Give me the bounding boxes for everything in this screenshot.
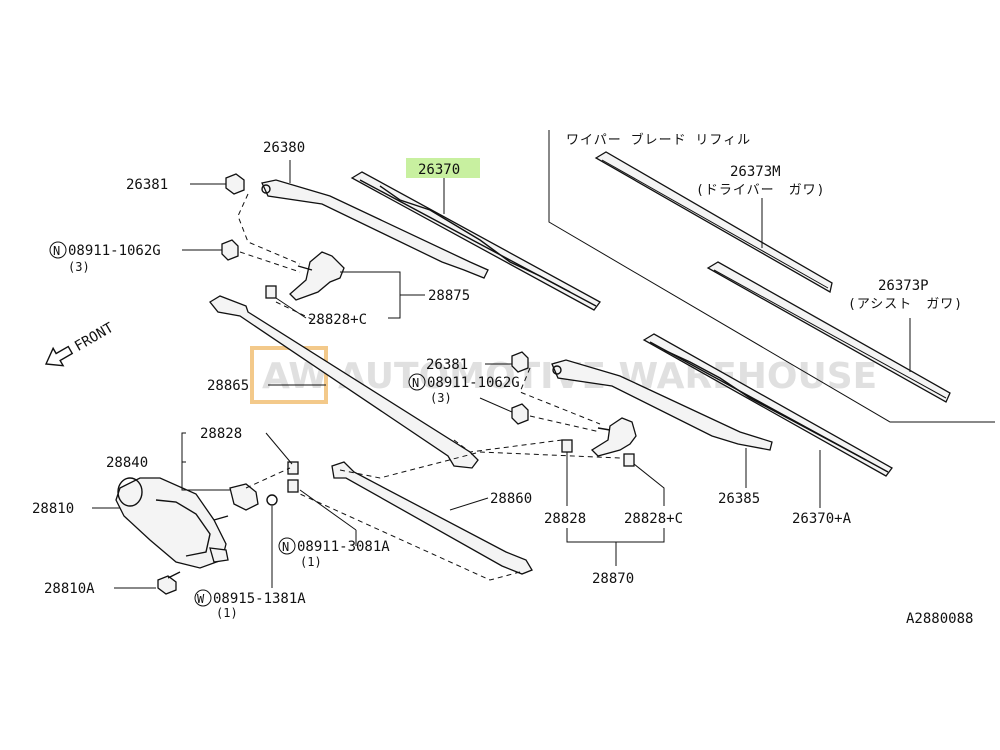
label-26373p-jp: (アシスト ガワ) bbox=[848, 297, 963, 312]
crank-arm-28840 bbox=[229, 483, 259, 511]
label-08915-1381a-qty: (1) bbox=[216, 606, 238, 620]
front-arrow: FRONT bbox=[44, 320, 117, 367]
nut-08911-1062g-lower bbox=[511, 403, 529, 425]
circle-n-letter-2: N bbox=[412, 376, 419, 390]
label-08911-3081a: 08911-3081A bbox=[297, 539, 390, 555]
nut-08911-1062g-upper bbox=[221, 239, 239, 261]
label-08911-1062g-lower: 08911-1062G bbox=[427, 375, 520, 391]
wiper-arm-26380 bbox=[261, 179, 489, 279]
label-26373m-jp: (ドライバー ガワ) bbox=[696, 183, 825, 198]
pivot-28875 bbox=[289, 251, 345, 301]
label-26373p: 26373P bbox=[878, 278, 929, 294]
label-28828c-lower: 28828+C bbox=[624, 511, 683, 527]
nut-26381-upper bbox=[225, 173, 245, 195]
leader-lines bbox=[92, 160, 911, 589]
refill-26373m bbox=[594, 151, 833, 294]
wiper-arm-26385 bbox=[551, 359, 773, 451]
label-28828c-upper: 28828+C bbox=[308, 312, 367, 328]
label-28810: 28810 bbox=[32, 501, 74, 517]
front-label: FRONT bbox=[72, 320, 117, 355]
label-28828-crank: 28828 bbox=[200, 426, 242, 442]
assembly-lines bbox=[237, 193, 621, 581]
label-08911-1062g-upper: 08911-1062G bbox=[68, 243, 161, 259]
bushing-28828-lower bbox=[561, 439, 573, 453]
label-28870: 28870 bbox=[592, 571, 634, 587]
bolt-28810a bbox=[157, 571, 181, 595]
label-26381-upper: 26381 bbox=[126, 177, 168, 193]
diagram-code: A2880088 bbox=[906, 611, 973, 627]
label-28828-lower: 28828 bbox=[544, 511, 586, 527]
refill-bracket bbox=[548, 130, 995, 423]
label-28810a: 28810A bbox=[44, 581, 95, 597]
label-26381-lower: 26381 bbox=[426, 357, 468, 373]
pivot-28870 bbox=[590, 417, 637, 457]
circle-n-3: N bbox=[278, 537, 296, 555]
wiper-blade-26370a bbox=[642, 333, 893, 477]
circle-n-letter-3: N bbox=[282, 540, 289, 554]
washer-08915-1381a bbox=[266, 494, 278, 506]
nut-26381-lower bbox=[511, 351, 529, 373]
label-28875: 28875 bbox=[428, 288, 470, 304]
circle-w-letter: W bbox=[197, 592, 205, 606]
wiper-blade-26370 bbox=[350, 171, 601, 311]
label-26373m: 26373M bbox=[730, 164, 781, 180]
circle-n-2: N bbox=[408, 373, 426, 391]
link-rod-28865 bbox=[209, 295, 479, 469]
label-08915-1381a: 08915-1381A bbox=[213, 591, 306, 607]
link-rod-28860 bbox=[331, 461, 533, 575]
wiper-motor-28810 bbox=[115, 477, 229, 569]
label-08911-1062g-upper-qty: (3) bbox=[68, 260, 90, 274]
label-26385: 26385 bbox=[718, 491, 760, 507]
label-28840: 28840 bbox=[106, 455, 148, 471]
circle-n-letter-1: N bbox=[53, 244, 60, 258]
label-08911-1062g-lower-qty: (3) bbox=[430, 391, 452, 405]
circle-n-1: N bbox=[49, 241, 67, 259]
bushing-28828c-lower bbox=[623, 453, 635, 467]
label-26370: 26370 bbox=[418, 162, 460, 178]
label-26380: 26380 bbox=[263, 140, 305, 156]
circle-w-1: W bbox=[194, 589, 212, 607]
refill-26373p bbox=[706, 261, 951, 403]
label-26370a: 26370+A bbox=[792, 511, 852, 527]
bushing-28828-crank bbox=[287, 461, 299, 493]
bushing-28828c-upper bbox=[265, 285, 277, 299]
label-28865: 28865 bbox=[207, 378, 249, 394]
refill-label: ワイパー ブレード リフィル bbox=[566, 132, 751, 148]
label-28860: 28860 bbox=[490, 491, 532, 507]
label-08911-3081a-qty: (1) bbox=[300, 555, 322, 569]
highlight-26370 bbox=[406, 158, 480, 178]
